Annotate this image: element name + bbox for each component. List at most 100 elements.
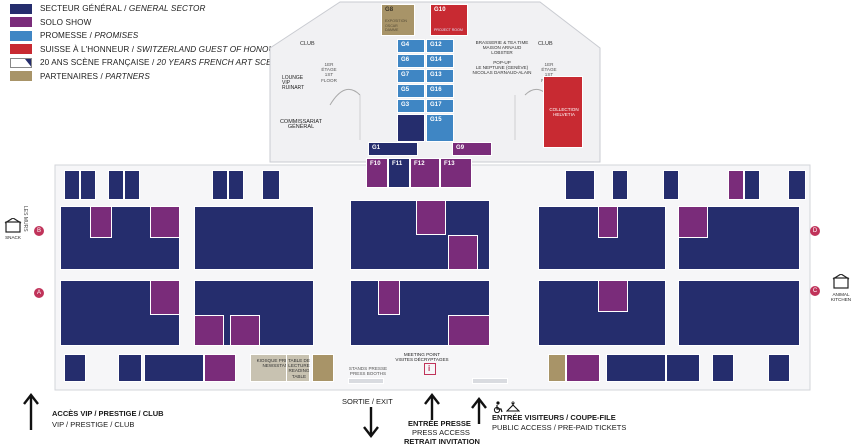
stand-e13[interactable] <box>416 200 446 235</box>
stand-f5[interactable] <box>212 170 228 200</box>
block-c22-b25[interactable] <box>678 280 800 346</box>
stand-f11[interactable]: F11 <box>388 158 410 188</box>
cloakroom-icon <box>505 400 521 418</box>
snack-label: SNACK <box>5 235 21 240</box>
stand-f1[interactable] <box>64 170 80 200</box>
arrow-up-visitors-icon <box>470 396 488 431</box>
stand-g14[interactable]: G14 <box>426 54 454 68</box>
snack-icon <box>4 217 22 234</box>
stand-b7[interactable] <box>194 315 224 346</box>
popup-label: POP-UP LE NEPTUNE (GENÈVE) NICOLAS DARNA… <box>472 60 532 76</box>
stand-f17[interactable] <box>663 170 679 200</box>
legend-swatch <box>10 71 32 82</box>
stand-a6[interactable] <box>204 354 236 382</box>
stand-g10[interactable]: G10 PROJECT ROOM <box>430 4 468 36</box>
stand-f16[interactable] <box>612 170 628 200</box>
letter-a-marker: A <box>34 288 44 298</box>
commissariat-label: COMMISSARIAT GÉNÉRAL <box>279 119 323 131</box>
stand-e4[interactable] <box>150 206 180 238</box>
stand-e17[interactable] <box>598 206 618 238</box>
stand-g8[interactable]: G8 EXPOSITION OSCAR DAMME <box>381 4 415 36</box>
letter-c-marker: C <box>810 286 820 296</box>
stands-presse-left[interactable] <box>348 378 384 384</box>
stand-g1[interactable]: G1 <box>368 142 418 156</box>
legend-swatch <box>10 44 32 55</box>
info-icon: i <box>424 363 436 375</box>
club-left-label: CLUB <box>300 41 315 47</box>
legend-swatch <box>10 57 32 68</box>
letter-b-marker: B <box>34 226 44 236</box>
stand-f12[interactable]: F12 <box>410 158 440 188</box>
stand-collection-helvetia[interactable]: COLLECTION HELVETIA <box>543 76 583 148</box>
stand-f13[interactable]: F13 <box>440 158 472 188</box>
les-murs-left-top: LES MURS <box>22 206 28 232</box>
legend-item-general: SECTEUR GÉNÉRAL / GENERAL SECTOR <box>10 2 280 16</box>
animal-kitchen-label: ANIMAL KITCHEN <box>830 292 852 303</box>
stand-f15[interactable] <box>565 170 595 200</box>
legend-swatch <box>10 3 32 14</box>
stand-b8[interactable] <box>230 315 260 346</box>
stand-g15[interactable]: G15 <box>426 114 454 142</box>
stand-a7[interactable] <box>312 354 334 382</box>
press-entrance-subtitle: PRESS ACCESS <box>412 428 470 437</box>
stand-a14[interactable] <box>548 354 566 382</box>
stand-f3[interactable] <box>108 170 124 200</box>
stand-c19[interactable] <box>598 280 628 312</box>
stand-g2[interactable] <box>397 114 425 142</box>
block-a16-a18[interactable] <box>606 354 666 382</box>
block-a19-a20[interactable] <box>666 354 700 382</box>
legend-item-promises: PROMESSE / PROMISES <box>10 29 280 43</box>
stand-f19[interactable] <box>728 170 744 200</box>
stand-a2[interactable] <box>118 354 142 382</box>
stand-g17[interactable]: G17 <box>426 99 454 113</box>
stands-presse-right[interactable] <box>472 378 508 384</box>
legend-item-solo: SOLO SHOW <box>10 16 280 30</box>
vip-access-subtitle: VIP / PRESTIGE / CLUB <box>52 420 135 429</box>
table-lecture[interactable]: TABLE DE LECTURE READING TABLE <box>286 354 310 382</box>
stand-a1[interactable] <box>64 354 86 382</box>
floor-left-label: 1ER ÉTAGE 1ST FLOOR <box>321 62 337 83</box>
stand-f20[interactable] <box>744 170 760 200</box>
stand-f8[interactable] <box>262 170 280 200</box>
stand-g3[interactable]: G3 <box>397 99 425 113</box>
club-right-label: CLUB <box>538 41 553 47</box>
kitchen-icon <box>832 273 850 290</box>
stand-a15[interactable] <box>566 354 600 382</box>
stand-b16[interactable] <box>448 315 490 346</box>
stand-g12[interactable]: G12 <box>426 39 454 53</box>
stand-a22[interactable] <box>768 354 790 382</box>
visitors-entrance-subtitle: PUBLIC ACCESS / PRE-PAID TICKETS <box>492 423 627 432</box>
block-e6-d10[interactable] <box>194 206 314 270</box>
stand-f2[interactable] <box>80 170 96 200</box>
stand-g4[interactable]: G4 <box>397 39 425 53</box>
legend-swatch <box>10 17 32 28</box>
arrow-up-press-icon <box>423 392 441 427</box>
stand-f22[interactable] <box>788 170 806 200</box>
block-a3-a5[interactable] <box>144 354 204 382</box>
stand-f6[interactable] <box>228 170 244 200</box>
wheelchair-icon <box>492 400 504 418</box>
press-entrance-title: ENTRÉE PRESSE <box>408 419 471 428</box>
lounge-vip-label: LOUNGE VIP RUINART <box>282 75 305 92</box>
legend-item-switzerland: SUISSE À L'HONNEUR / SWITZERLAND GUEST O… <box>10 43 280 57</box>
stand-g13[interactable]: G13 <box>426 69 454 83</box>
letter-d-marker: D <box>810 226 820 236</box>
exit-label: SORTIE / EXIT <box>342 397 393 406</box>
stand-g5[interactable]: G5 <box>397 84 425 98</box>
stand-a21[interactable] <box>712 354 734 382</box>
stand-f10[interactable]: F10 <box>366 158 388 188</box>
visitors-entrance-title: ENTRÉE VISITEURS / COUPE-FILE <box>492 413 616 422</box>
stand-c5[interactable] <box>150 280 180 315</box>
arrow-up-icon <box>22 392 40 437</box>
stand-d14[interactable] <box>448 235 478 270</box>
stand-f4[interactable] <box>124 170 140 200</box>
invitation-pickup: RETRAIT INVITATION <box>404 437 480 446</box>
stand-g7[interactable]: G7 <box>397 69 425 83</box>
stand-g16[interactable]: G16 <box>426 84 454 98</box>
stand-c12[interactable] <box>378 280 400 315</box>
stand-e20[interactable] <box>678 206 708 238</box>
stand-e2[interactable] <box>90 206 112 238</box>
stand-g9[interactable]: G9 <box>452 142 492 156</box>
legend-item-partners: PARTENAIRES / PARTNERS <box>10 70 280 84</box>
stand-g6[interactable]: G6 <box>397 54 425 68</box>
